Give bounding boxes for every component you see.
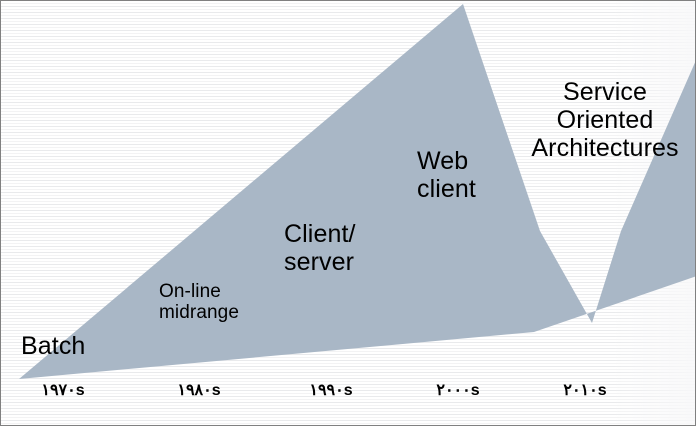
axis-tick-2010s: ٢٠١٠s (540, 380, 630, 400)
axis-tick-2010s-digits: ٢٠١٠ (563, 382, 598, 399)
axis-tick-1990s: ١٩٩٠s (286, 380, 376, 400)
era-label-service-oriented-architectures: Service Oriented Architectures (531, 78, 679, 162)
axis-tick-1970s-suffix: s (75, 382, 85, 399)
era-label-batch: Batch (21, 332, 86, 360)
axis-tick-1980s-digits: ١٩٨٠ (177, 382, 212, 399)
axis-tick-2000s-digits: ٢٠٠٠ (436, 382, 471, 399)
axis-tick-2010s-suffix: s (597, 382, 607, 399)
axis-tick-1970s-digits: ١٩٧٠ (41, 382, 76, 399)
axis-tick-1970s: ١٩٧٠s (18, 380, 108, 400)
era-label-client-server: Client/ server (284, 220, 356, 276)
axis-tick-2000s-suffix: s (470, 382, 480, 399)
arrow-polygon (19, 4, 695, 379)
axis-tick-1980s: ١٩٨٠s (154, 380, 244, 400)
era-label-web-client: Web client (417, 147, 476, 203)
axis-tick-2000s: ٢٠٠٠s (413, 380, 503, 400)
era-label-online-midrange: On-line midrange (159, 281, 240, 324)
axis-tick-1990s-suffix: s (343, 382, 353, 399)
axis-tick-1980s-suffix: s (211, 382, 221, 399)
axis-tick-1990s-digits: ١٩٩٠ (309, 382, 344, 399)
